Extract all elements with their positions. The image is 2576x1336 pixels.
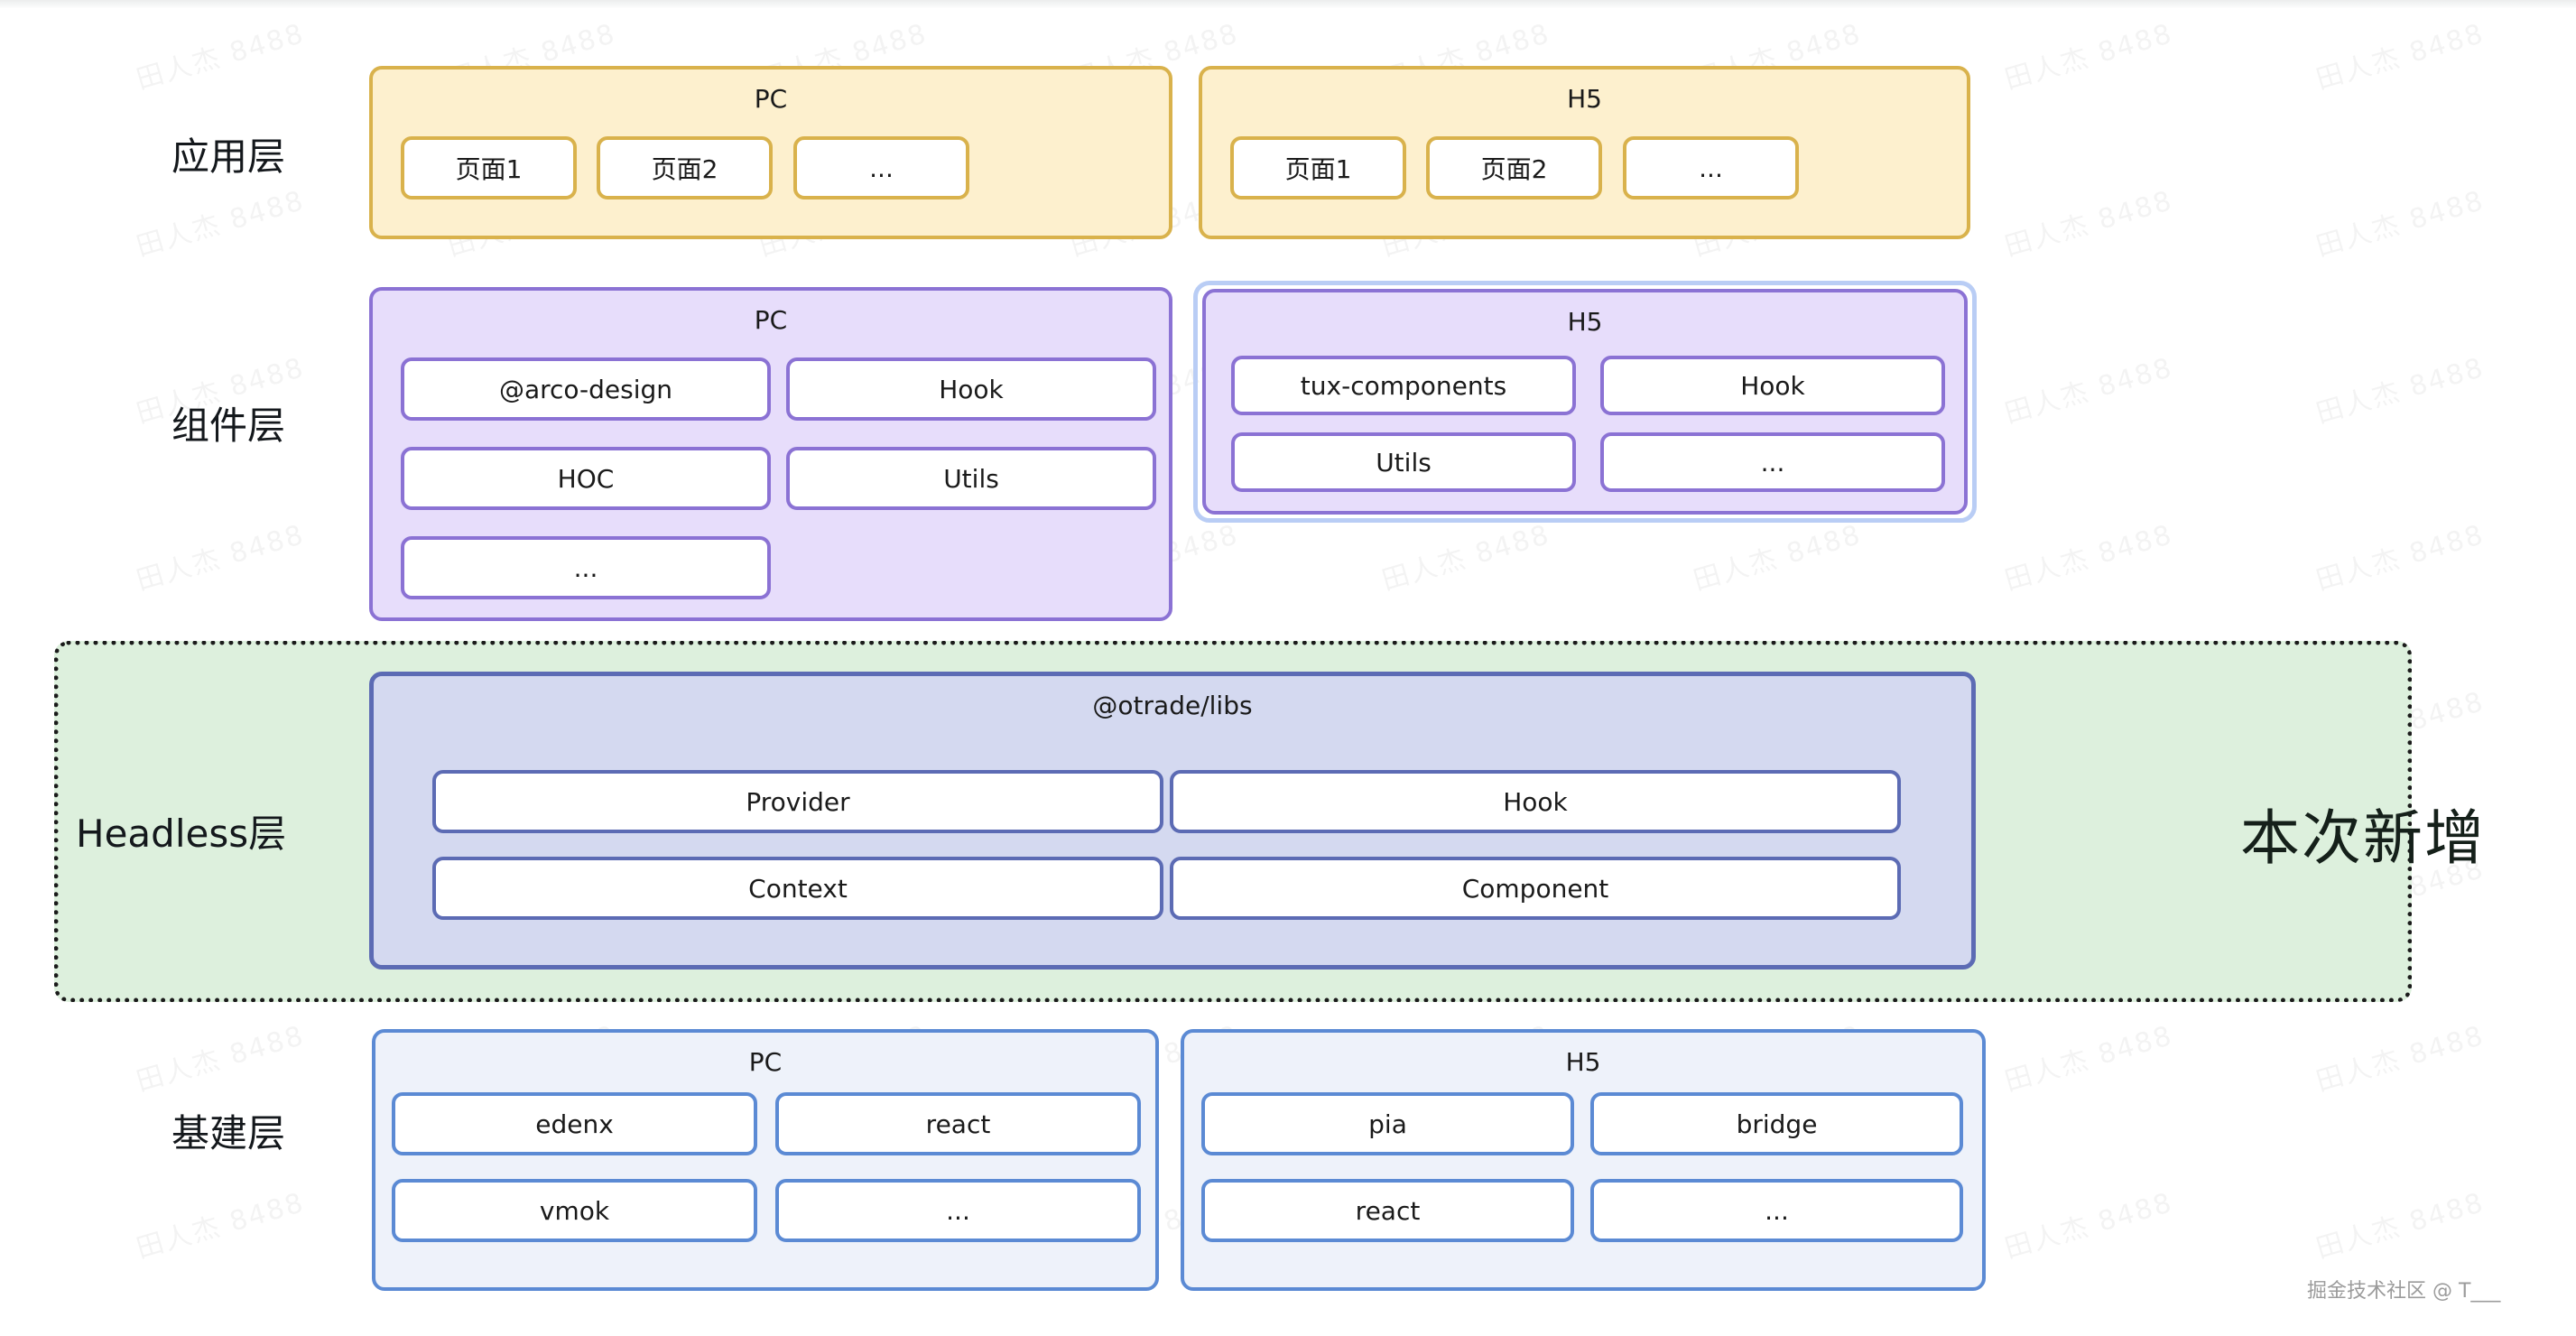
group-title-headless-libs: @otrade/libs xyxy=(1092,691,1253,720)
group-title-application-pc: PC xyxy=(754,84,788,114)
chip-infrastructure-h5-3[interactable]: ... xyxy=(1590,1179,1963,1242)
group-title-application-h5: H5 xyxy=(1567,84,1602,114)
group-headless-libs[interactable]: @otrade/libs Provider Hook Context Compo… xyxy=(369,672,1976,970)
group-title-infrastructure-pc: PC xyxy=(748,1047,783,1077)
group-application-h5[interactable]: H5 页面1 页面2 ... xyxy=(1199,66,1970,239)
chip-application-pc-0[interactable]: 页面1 xyxy=(401,136,577,199)
selection-outline-component-h5 xyxy=(1193,281,1977,523)
chip-component-pc-3[interactable]: Utils xyxy=(786,447,1156,510)
chip-infrastructure-pc-2[interactable]: vmok xyxy=(392,1179,757,1242)
chip-component-pc-4[interactable]: ... xyxy=(401,536,771,599)
chip-application-pc-2[interactable]: ... xyxy=(793,136,969,199)
group-title-component-h5: H5 xyxy=(1567,307,1603,337)
chip-application-h5-1[interactable]: 页面2 xyxy=(1426,136,1602,199)
chip-component-h5-1[interactable]: Hook xyxy=(1600,356,1945,415)
chip-component-pc-1[interactable]: Hook xyxy=(786,357,1156,421)
chip-component-pc-2[interactable]: HOC xyxy=(401,447,771,510)
layer-label-headless: Headless层 xyxy=(76,812,287,856)
top-gray-band xyxy=(0,0,2576,8)
chip-infrastructure-pc-0[interactable]: edenx xyxy=(392,1092,757,1155)
chip-headless-3[interactable]: Component xyxy=(1170,857,1901,920)
chip-infrastructure-pc-3[interactable]: ... xyxy=(775,1179,1141,1242)
chip-headless-2[interactable]: Context xyxy=(432,857,1163,920)
chip-infrastructure-pc-1[interactable]: react xyxy=(775,1092,1141,1155)
chip-component-pc-0[interactable]: @arco-design xyxy=(401,357,771,421)
highlight-note-new: 本次新增 xyxy=(2240,803,2486,873)
group-application-pc[interactable]: PC 页面1 页面2 ... xyxy=(369,66,1172,239)
group-infrastructure-pc[interactable]: PC edenx react vmok ... xyxy=(372,1029,1159,1291)
group-component-pc[interactable]: PC @arco-design Hook HOC Utils ... xyxy=(369,287,1172,621)
chip-component-h5-0[interactable]: tux-components xyxy=(1231,356,1576,415)
chip-application-h5-0[interactable]: 页面1 xyxy=(1230,136,1406,199)
group-title-infrastructure-h5: H5 xyxy=(1565,1047,1601,1077)
chip-infrastructure-h5-2[interactable]: react xyxy=(1201,1179,1574,1242)
layer-label-application: 应用层 xyxy=(171,135,286,179)
chip-headless-1[interactable]: Hook xyxy=(1170,770,1901,833)
credit-watermark: 掘金技术社区 @ T___ xyxy=(2307,1280,2501,1303)
chip-component-h5-2[interactable]: Utils xyxy=(1231,432,1576,492)
chip-infrastructure-h5-1[interactable]: bridge xyxy=(1590,1092,1963,1155)
group-component-h5[interactable]: H5 tux-components Hook Utils ... xyxy=(1202,289,1968,515)
group-title-component-pc: PC xyxy=(754,305,788,335)
layer-label-component: 组件层 xyxy=(171,404,286,448)
chip-infrastructure-h5-0[interactable]: pia xyxy=(1201,1092,1574,1155)
layer-label-infrastructure: 基建层 xyxy=(171,1111,286,1155)
group-infrastructure-h5[interactable]: H5 pia bridge react ... xyxy=(1181,1029,1986,1291)
chip-headless-0[interactable]: Provider xyxy=(432,770,1163,833)
chip-component-h5-3[interactable]: ... xyxy=(1600,432,1945,492)
chip-application-h5-2[interactable]: ... xyxy=(1623,136,1799,199)
chip-application-pc-1[interactable]: 页面2 xyxy=(597,136,773,199)
